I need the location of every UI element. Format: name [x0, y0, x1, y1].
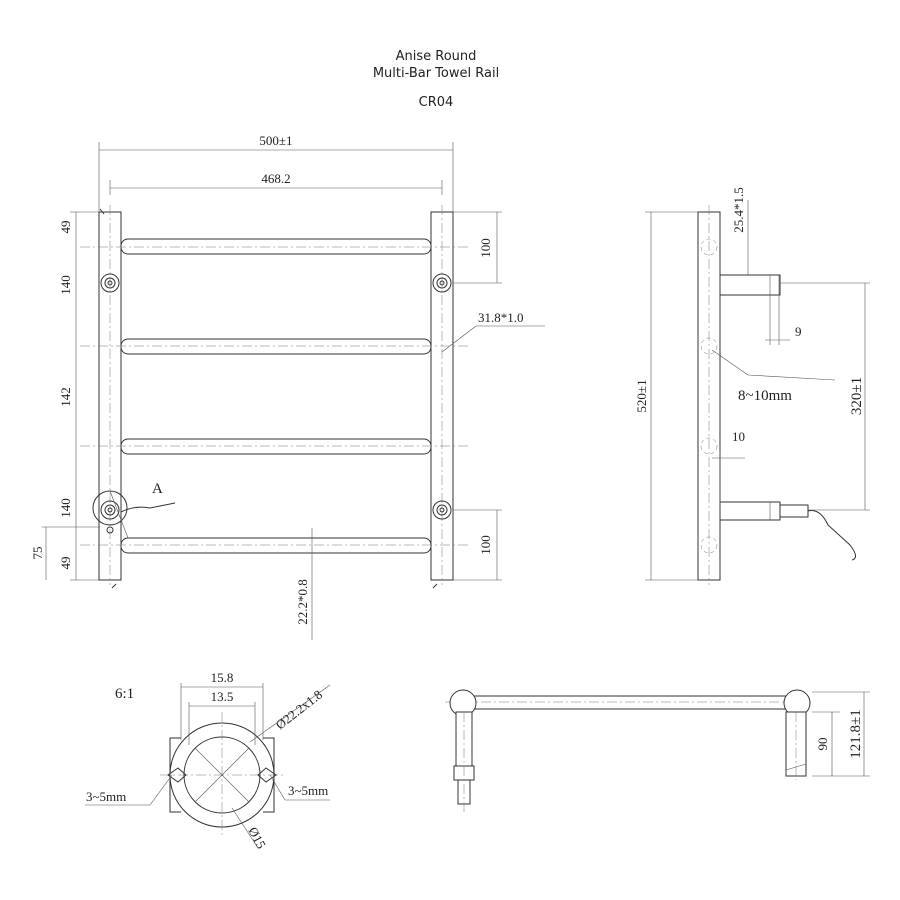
dim-depth-90: 90	[815, 738, 830, 751]
dim-dia-inner: Ø15	[245, 824, 269, 851]
towel-bar-2	[120, 338, 432, 355]
dim-w-inner: 13.5	[211, 689, 234, 704]
front-view: A 500±1 468.2 49 140 142 140 49 75 100 1…	[30, 133, 545, 640]
top-bar	[451, 695, 799, 710]
dim-width-inner: 468.2	[261, 171, 290, 186]
detail-a-marker: A	[152, 481, 163, 497]
dim-gap-right: 3~5mm	[288, 783, 328, 798]
dim-dia-outer: Ø22.2x1.8	[273, 687, 325, 733]
towel-bar-1	[120, 238, 432, 255]
dim-top-49: 49	[58, 221, 73, 234]
dim-fix-spacing: 320±1	[849, 377, 865, 415]
product-name: Anise Round	[396, 49, 477, 64]
dim-140-lower: 140	[58, 498, 73, 518]
towel-bar-3	[120, 438, 432, 455]
product-type: Multi-Bar Towel Rail	[373, 66, 499, 81]
detail-scale: 6:1	[115, 686, 134, 702]
detail-view: 6:1 15.8 13.5 Ø22.2x1.8 Ø15 3~5mm	[85, 670, 331, 851]
dim-75: 75	[30, 547, 45, 560]
dim-gap-left: 3~5mm	[86, 789, 126, 804]
product-code: CR04	[419, 95, 454, 110]
dim-offset-10: 10	[732, 429, 745, 444]
dim-142: 142	[58, 387, 73, 407]
top-view: 90 121.8±1	[445, 689, 870, 815]
dim-offset-9: 9	[795, 324, 802, 339]
dim-rail-diameter: 22.2*0.8	[295, 579, 310, 625]
dim-right-bottom-100: 100	[478, 535, 493, 555]
title-block: Anise Round Multi-Bar Towel Rail CR04	[373, 49, 499, 110]
dim-depth-total: 121.8±1	[848, 709, 864, 758]
dim-side-height: 520±1	[634, 379, 649, 412]
towel-bar-4	[120, 537, 432, 554]
side-upper-bracket	[719, 274, 781, 296]
dim-tube-spec: 25.4*1.5	[731, 187, 746, 233]
dim-w-outer: 15.8	[211, 670, 234, 685]
dim-bottom-49: 49	[58, 557, 73, 570]
dim-hole-spec: 8~10mm	[738, 388, 792, 404]
wall-bracket-icon	[92, 273, 452, 534]
side-view: 520±1 25.4*1.5 9 8~10mm 10 320±1	[634, 187, 870, 585]
dim-140-upper: 140	[58, 275, 73, 295]
side-lower-bracket	[719, 501, 781, 521]
dim-right-top-100: 100	[478, 238, 493, 258]
dim-bar-diameter: 31.8*1.0	[478, 310, 524, 325]
dim-width-outer: 500±1	[259, 133, 292, 148]
